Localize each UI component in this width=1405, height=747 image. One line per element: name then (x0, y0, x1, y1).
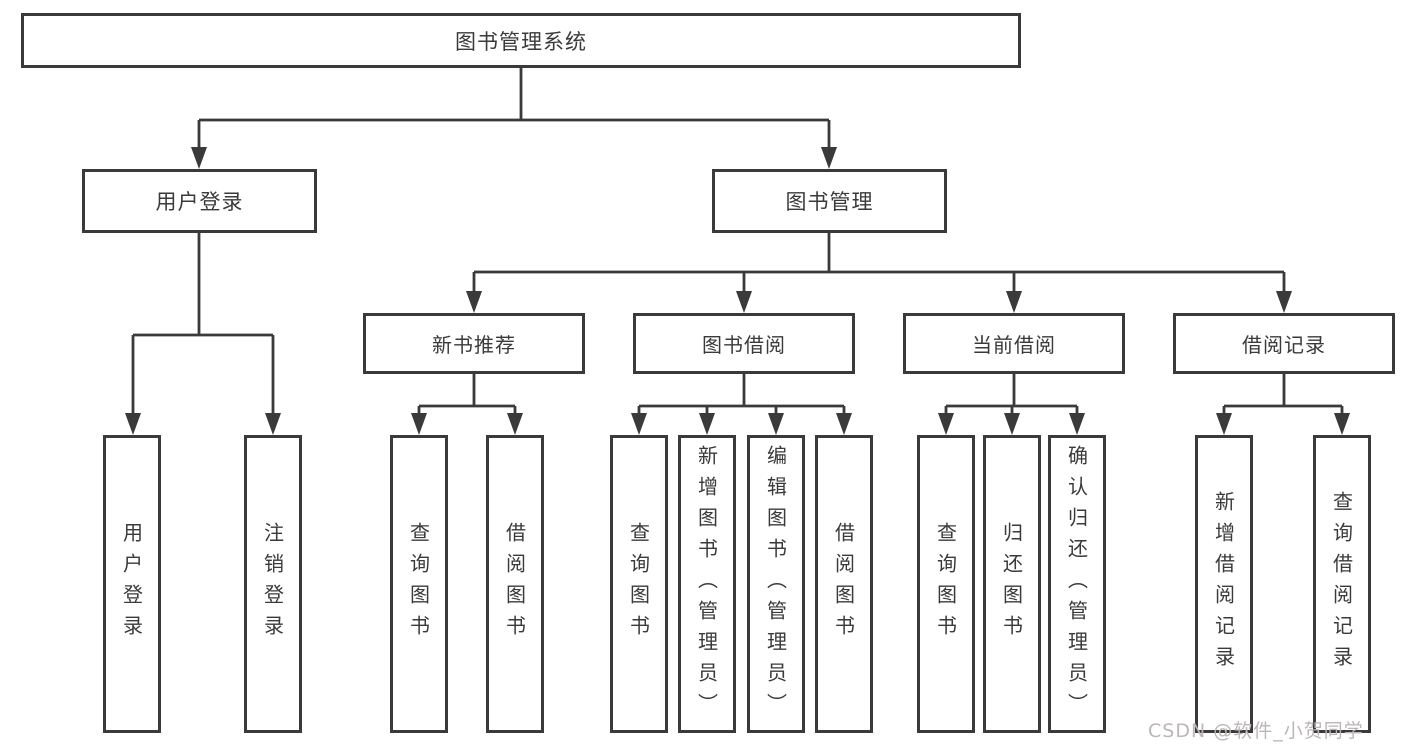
leaf-label: 新增借阅记录 (1211, 491, 1236, 677)
arrowhead (1276, 291, 1292, 313)
arrowhead (1334, 413, 1350, 435)
arrowhead (768, 413, 784, 435)
leaf-label: 借阅图书 (502, 522, 527, 646)
leaf-label: 查询图书 (626, 522, 651, 646)
edge-book-management-to-level2 (472, 233, 1286, 299)
node-borrow-records-label: 借阅记录 (1242, 333, 1326, 357)
leaf-label: 查询图书 (406, 522, 431, 646)
leaf-logout: 注销登录 (244, 435, 302, 733)
leaf-label: 查询图书 (933, 522, 958, 646)
arrowhead (411, 413, 427, 435)
node-user-login-label: 用户登录 (155, 190, 244, 214)
node-borrow-records: 借阅记录 (1173, 313, 1395, 374)
arrowhead (836, 413, 852, 435)
arrowhead (1216, 413, 1232, 435)
arrowhead (507, 413, 523, 435)
edge-recommend-to-leaves (417, 374, 517, 421)
arrowhead (466, 291, 482, 313)
arrowhead (1004, 413, 1020, 435)
leaf-confirm-return-admin: 确认归还（管理员） (1048, 435, 1106, 733)
node-book-borrowing-label: 图书借阅 (702, 333, 786, 357)
leaf-label: 编辑图书（管理员） (763, 444, 788, 724)
arrowhead (191, 147, 207, 169)
csdn-watermark: CSDN @软件_小贺同学 (1148, 720, 1364, 742)
node-book-management-label: 图书管理 (785, 190, 874, 214)
leaf-query-books-current: 查询图书 (917, 435, 975, 733)
node-book-management: 图书管理 (712, 169, 947, 233)
arrowhead (1069, 413, 1085, 435)
arrowhead (125, 413, 141, 435)
edge-user-login-to-leaves (131, 233, 275, 421)
leaf-borrow-books-borrowing: 借阅图书 (815, 435, 873, 733)
node-root-label: 图书管理系统 (455, 29, 587, 54)
leaf-query-books-recommend: 查询图书 (390, 435, 448, 733)
edge-records-to-leaves (1222, 374, 1344, 421)
leaf-label: 注销登录 (260, 522, 285, 646)
leaf-label: 用户登录 (119, 522, 144, 646)
leaf-label: 查询借阅记录 (1329, 491, 1354, 677)
node-root: 图书管理系统 (21, 13, 1021, 68)
leaf-borrow-books-recommend: 借阅图书 (486, 435, 544, 733)
arrowhead (699, 413, 715, 435)
arrowhead (631, 413, 647, 435)
node-user-login: 用户登录 (82, 169, 317, 233)
node-new-book-recommend: 新书推荐 (363, 313, 585, 374)
leaf-label: 归还图书 (999, 522, 1024, 646)
node-book-borrowing: 图书借阅 (633, 313, 855, 374)
leaf-edit-books-admin: 编辑图书（管理员） (747, 435, 805, 733)
arrowhead (736, 291, 752, 313)
leaf-label: 新增图书（管理员） (694, 444, 719, 724)
leaf-return-books: 归还图书 (983, 435, 1041, 733)
arrowhead (821, 147, 837, 169)
leaf-query-books-borrowing: 查询图书 (610, 435, 668, 733)
arrowhead (265, 413, 281, 435)
node-current-borrowing-label: 当前借阅 (972, 333, 1056, 357)
arrowhead (1006, 291, 1022, 313)
leaf-add-books-admin: 新增图书（管理员） (678, 435, 736, 733)
edge-root-to-level1 (197, 68, 831, 155)
leaf-query-borrow-record: 查询借阅记录 (1313, 435, 1371, 733)
leaf-label: 确认归还（管理员） (1064, 444, 1089, 724)
node-new-book-recommend-label: 新书推荐 (432, 333, 516, 357)
edge-borrowing-to-leaves (637, 374, 846, 421)
leaf-user-login: 用户登录 (103, 435, 161, 733)
node-current-borrowing: 当前借阅 (903, 313, 1125, 374)
leaf-label: 借阅图书 (831, 522, 856, 646)
arrowhead (938, 413, 954, 435)
leaf-add-borrow-record: 新增借阅记录 (1195, 435, 1253, 733)
